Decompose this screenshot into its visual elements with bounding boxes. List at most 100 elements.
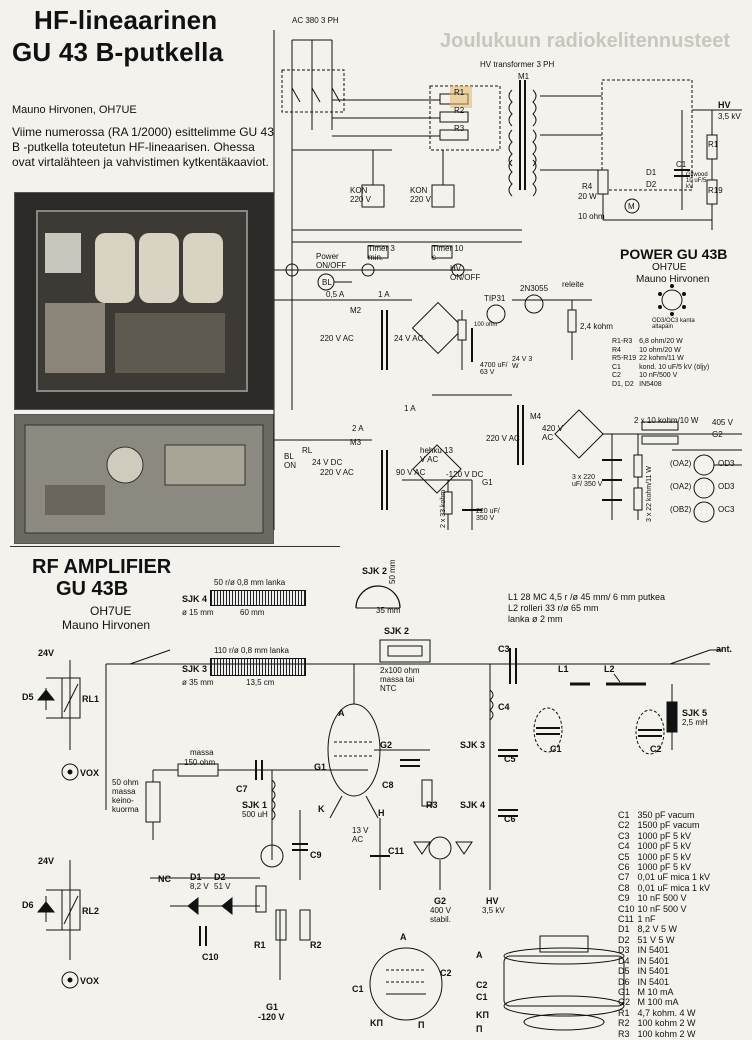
ps-kon2-label: KON 220 V: [410, 186, 431, 204]
rf-l2-label: L2: [604, 664, 615, 674]
rf-hv-label: HV: [486, 896, 499, 906]
ps-m4-primary: 220 V AC: [486, 434, 520, 443]
rf-c7-label: C7: [236, 784, 248, 794]
rf-heater-label: H: [378, 808, 385, 818]
ps-cap4700-label: 4700 uF/ 63 V: [480, 362, 508, 376]
ps-g1-label: G1: [482, 478, 493, 487]
rf-c4-label: C4: [498, 702, 510, 712]
rf-ntc-label: 2x100 ohm massa tai NTC: [380, 666, 420, 693]
rf-rl1-label: RL1: [82, 694, 100, 704]
rf-sjk2-label: SJK 2: [384, 626, 410, 636]
rf-sjk1-label: SJK 1: [242, 800, 268, 810]
rf-massa-value: 150 ohm: [184, 758, 216, 767]
sjk3-spec: 110 r/ø 0,8 mm lanka: [214, 646, 289, 655]
rf-g1-meter-label: G1: [266, 1002, 279, 1012]
ps-d2-label: D2: [646, 180, 657, 189]
ps-r24k-label: 2,4 kohm: [580, 322, 613, 331]
ps-m2-label: M2: [350, 306, 362, 315]
section-divider: [10, 546, 340, 547]
ps-timer2-label: Timer 10 s: [432, 244, 464, 262]
ps-hv-out-label: HV: [718, 100, 731, 110]
ps-zener24-label: 24 V 3 W: [512, 356, 533, 370]
ps-hehku-label: hehku 13 V AC: [420, 446, 453, 464]
ps-releite-label: releite: [562, 280, 584, 289]
sjk4-label: SJK 4: [182, 594, 208, 604]
sjk4-diameter: ø 15 mm: [182, 608, 214, 617]
ps-bl-label: BL: [322, 278, 332, 287]
sjk3-coil-drawing: [210, 658, 306, 676]
coil-note-wire: lanka ø 2 mm: [508, 614, 563, 624]
ps-r3x22k-label: 3 x 22 kohm/11 W: [646, 466, 653, 522]
rf-c10-label: C10: [202, 952, 219, 962]
ps-fuse-2a: 2 A: [352, 424, 364, 433]
tube-symbol-c2: C2: [440, 968, 452, 978]
ps-r2-label: R2: [454, 106, 465, 115]
rf-sjk5-label: SJK 5: [682, 708, 708, 718]
coil-note-l1: L1 28 MC 4,5 r /ø 45 mm/ 6 mm putkea: [508, 592, 666, 602]
rf-24v-a: 24V: [38, 648, 55, 658]
ps-power-onoff-label: Power ON/OFF: [316, 252, 347, 270]
rf-d1-label: D1: [190, 872, 202, 882]
rf-r1-label: R1: [254, 940, 266, 950]
ps-m4-label: M4: [530, 412, 542, 421]
ps-kon1-label: KON 220 V: [350, 186, 371, 204]
ps-meter-label: M: [628, 202, 635, 211]
ps-ob2: (OB2): [670, 505, 692, 514]
ps-c1-label: C1: [676, 160, 687, 169]
ps-m4-secondary: 420 V AC: [542, 424, 563, 442]
photo-amplifier-chassis: [14, 414, 274, 544]
article-title-line2: GU 43 B-putkella: [12, 37, 224, 67]
ps-bl-on-label: BL ON: [284, 452, 296, 470]
ps-title: POWER GU 43B: [620, 246, 728, 262]
rf-vox2-label: VOX: [80, 976, 100, 986]
tube-phys-c2: C2: [476, 980, 488, 990]
ps-title-call: OH7UE: [652, 262, 687, 273]
rf-g2-meter-label: G2: [434, 896, 447, 906]
ps-socket-note: OD3/OC3 kanta alta­päin: [652, 318, 695, 330]
ps-2n3055-label: 2N3055: [520, 284, 549, 293]
ps-m3-label: M3: [350, 438, 362, 447]
ps-r1-label: R1: [454, 88, 465, 97]
rf-r3-label: R3: [426, 800, 438, 810]
ps-rl-voltage: 24 V DC: [312, 458, 343, 467]
ps-m2-primary: 220 V AC: [320, 334, 354, 343]
rf-c11-label: C11: [388, 846, 405, 856]
ps-r2x10k-label: 2 x 10 kohm/10 W: [634, 416, 699, 425]
rf-title-call: OH7UE: [90, 604, 132, 618]
photo-power-supply: [14, 192, 274, 410]
ps-hv-out-voltage: 3,5 kV: [718, 112, 741, 121]
rf-vox1-label: VOX: [80, 768, 100, 778]
ps-m2-secondary: 24 V AC: [394, 334, 424, 343]
article-title-line1: HF-lineaarinen: [34, 5, 218, 35]
ps-m3-secondary: 90 V AC: [396, 468, 426, 477]
ps-g2-label: G2: [712, 430, 723, 439]
sjk3-label: SJK 3: [182, 664, 208, 674]
rf-r2-label: R2: [310, 940, 322, 950]
ps-cap3x220-label: 3 x 220 uF/ 350 V: [572, 474, 603, 488]
rf-l1-label: L1: [558, 664, 569, 674]
ghost-heading: Joulukuun radiokelit­ennusteet: [440, 30, 731, 52]
tube-symbol-kp: KП: [370, 1018, 383, 1028]
rf-d2-value: 51 V: [214, 882, 231, 891]
rf-rl2-label: RL2: [82, 906, 100, 916]
ps-r100-label: 100 ohm: [474, 322, 498, 328]
ps-fuse-1a-a: 1 A: [378, 290, 390, 299]
rf-amplifier-schematic: [36, 585, 722, 1031]
ps-oc3: OC3: [718, 505, 735, 514]
rf-c9-label: C9: [310, 850, 322, 860]
coil-note-l2: L2 rolleri 33 r/ø 65 mm: [508, 603, 599, 613]
